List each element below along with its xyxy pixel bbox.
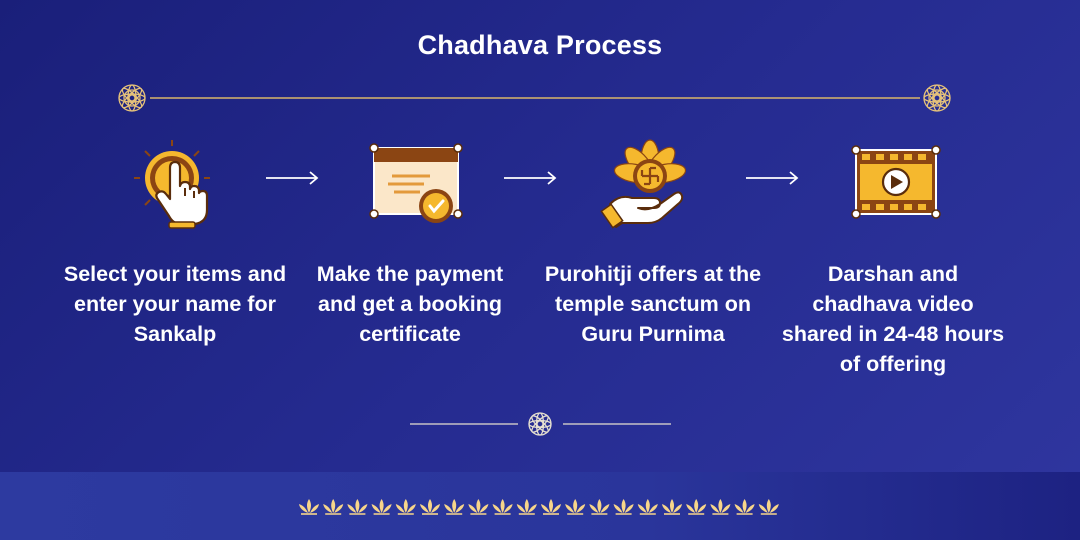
lotus-icon (420, 499, 440, 515)
lotus-icon (371, 499, 392, 515)
page-title: Chadhava Process (417, 30, 663, 60)
swastik-offering-icon (600, 139, 687, 229)
arrow-right-icon-2 (504, 171, 557, 185)
top-divider (118, 84, 951, 112)
arrow-right-icon-1 (266, 171, 319, 185)
lotus-icon (565, 499, 586, 515)
arrow-right-icon-3 (746, 171, 799, 185)
decorative-footer-band (0, 472, 1080, 540)
left-mandala-icon (118, 84, 146, 112)
lotus-icon (299, 499, 319, 515)
lotus-row (299, 499, 779, 515)
lotus-icon (637, 499, 658, 515)
hand-tap-icon (134, 140, 210, 229)
lotus-icon (686, 499, 707, 515)
step-1-text: Select your items and enter your name fo… (63, 262, 287, 346)
right-mandala-icon (923, 84, 951, 112)
lotus-icon (758, 499, 779, 515)
lotus-icon (734, 499, 755, 515)
booking-certificate-icon (369, 143, 463, 223)
step-4-text: Darshan and chadhava video shared in 24-… (781, 262, 1005, 376)
lotus-icon (347, 499, 368, 515)
lotus-icon (395, 499, 416, 515)
bottom-divider (410, 412, 671, 436)
lotus-icon (662, 499, 682, 515)
video-film-icon (851, 145, 941, 219)
lotus-icon (541, 499, 561, 515)
lotus-icon (468, 499, 489, 515)
lotus-icon (516, 499, 537, 515)
center-mandala-icon (528, 412, 552, 436)
lotus-icon (589, 499, 610, 515)
lotus-icon (613, 499, 634, 515)
lotus-icon (444, 499, 465, 515)
lotus-icon (323, 499, 344, 515)
lotus-icon (492, 499, 513, 515)
lotus-icon (710, 499, 731, 515)
step-2-text: Make the payment and get a booking certi… (316, 262, 504, 346)
step-3-text: Purohitji offers at the temple sanctum o… (544, 262, 762, 346)
